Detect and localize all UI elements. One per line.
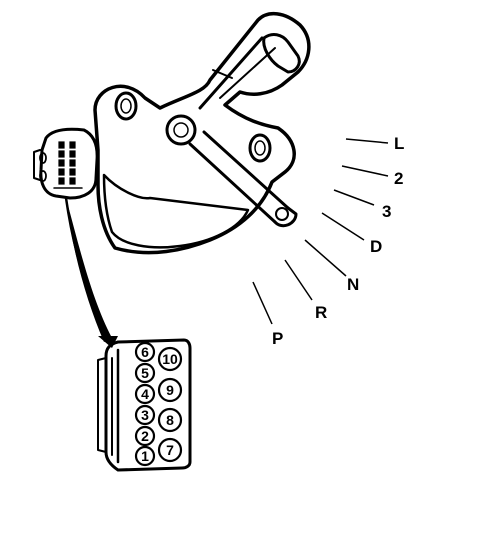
- gear-position-labels: L 2 3 D N R P: [272, 134, 404, 348]
- gear-label-2: 2: [394, 169, 403, 188]
- pin-label-9: 9: [166, 382, 174, 398]
- gear-label-d: D: [370, 237, 382, 256]
- leader-line-l: [345, 138, 389, 144]
- pin-label-2: 2: [141, 428, 149, 444]
- gear-label-l: L: [394, 134, 404, 153]
- pinout-leader-arrow: [64, 197, 118, 348]
- leader-line-3: [333, 189, 375, 206]
- pin-6: [134, 341, 156, 363]
- gear-label-n: N: [347, 275, 359, 294]
- pin-1: [134, 445, 156, 467]
- leader-line-n: [304, 239, 347, 277]
- gear-position-leaders: [252, 138, 389, 325]
- leader-line-r: [284, 259, 313, 301]
- pin-7: [157, 437, 183, 463]
- pin-8: [157, 407, 183, 433]
- pin-label-4: 4: [141, 386, 149, 402]
- leader-line-p: [252, 281, 273, 325]
- gear-label-p: P: [272, 329, 283, 348]
- pin-label-10: 10: [162, 351, 178, 367]
- leader-line-2: [341, 165, 389, 177]
- pin-3: [134, 404, 156, 426]
- pin-10: [157, 346, 183, 372]
- pin-5: [134, 362, 156, 384]
- connector-pinout-icon: 6 10 5 9 4 3 8 2 1 7: [97, 338, 192, 472]
- pin-9: [157, 377, 183, 403]
- leader-line-d: [321, 212, 365, 241]
- pin-label-7: 7: [166, 442, 174, 458]
- gear-label-3: 3: [382, 202, 391, 221]
- pin-label-1: 1: [141, 448, 149, 464]
- pin-label-6: 6: [141, 344, 149, 360]
- pin-label-8: 8: [166, 412, 174, 428]
- pin-label-3: 3: [141, 407, 149, 423]
- pin-label-5: 5: [141, 365, 149, 381]
- gear-label-r: R: [315, 303, 327, 322]
- neutral-safety-switch-icon: [33, 12, 311, 255]
- pin-2: [134, 425, 156, 447]
- pin-4: [134, 383, 156, 405]
